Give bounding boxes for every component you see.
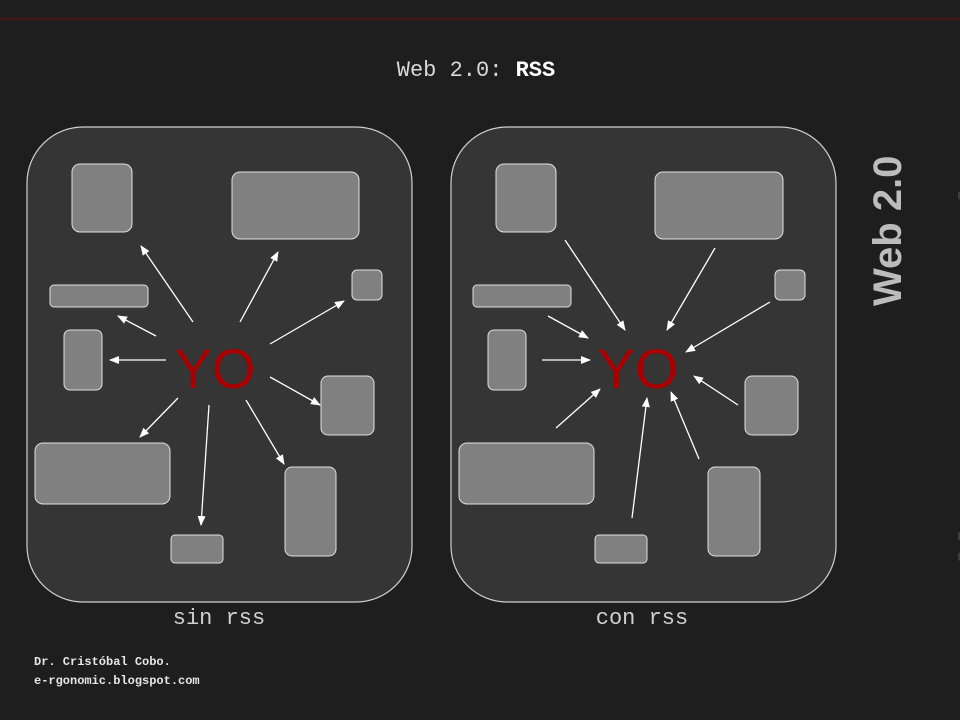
content-block (774, 269, 806, 301)
arrow (631, 397, 650, 519)
content-block (487, 329, 527, 391)
content-block (351, 269, 383, 301)
credit-blog: e-rgonomic.blogspot.com (34, 674, 200, 688)
arrow (685, 301, 771, 353)
yo-label-con: YO (598, 337, 679, 400)
caption-con-rss: con rss (595, 606, 689, 631)
arrow (245, 399, 285, 465)
content-block (71, 163, 133, 233)
slide-title: Web 2.0: RSS (0, 58, 952, 83)
content-block (594, 534, 648, 564)
arrow (547, 315, 589, 339)
content-block (63, 329, 103, 391)
slide-title-bold: RSS (515, 58, 556, 83)
arrow (139, 397, 179, 438)
content-block (654, 171, 784, 240)
content-block (320, 375, 375, 436)
arrow (670, 391, 700, 460)
content-block (458, 442, 595, 505)
slide-title-prefix: Web 2.0: (396, 58, 516, 83)
caption-sin-rss: sin rss (172, 606, 266, 631)
content-block (707, 466, 761, 557)
content-block (495, 163, 557, 233)
yo-label-sin: YO (175, 337, 256, 400)
arrow (555, 388, 601, 429)
credit-author: Dr. Cristóbal Cobo. (34, 655, 171, 669)
arrow (269, 376, 321, 406)
content-block (170, 534, 224, 564)
arrow (140, 245, 194, 323)
content-block (284, 466, 337, 557)
arrow (117, 315, 157, 337)
arrow (693, 375, 739, 406)
content-block (472, 284, 572, 308)
arrow (269, 300, 345, 345)
content-block (231, 171, 360, 240)
arrow (666, 247, 716, 331)
panel-sin-rss: YO (26, 126, 413, 603)
arrow (564, 239, 626, 331)
content-block (49, 284, 149, 308)
panel-con-rss: YO (450, 126, 837, 603)
arrow (239, 251, 279, 323)
arrow (197, 404, 210, 526)
content-block (744, 375, 799, 436)
content-block (34, 442, 171, 505)
top-rule (0, 18, 960, 20)
